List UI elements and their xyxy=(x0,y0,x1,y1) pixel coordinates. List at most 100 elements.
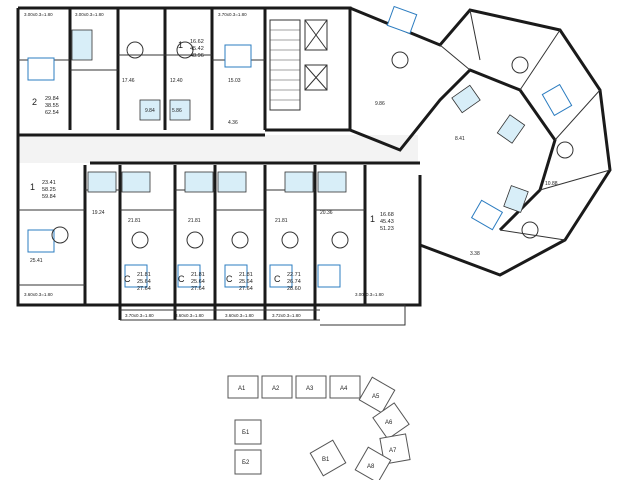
balcony-label: 3.60x0.3=1.80 xyxy=(175,313,204,318)
room-area: 17.46 xyxy=(122,78,135,84)
unit-area: 22.71 xyxy=(287,272,301,278)
unit-area: 21.81 xyxy=(137,272,151,278)
unit-area: 25.64 xyxy=(137,279,151,285)
top-unit-dividers xyxy=(68,8,267,130)
site-block-label: A2 xyxy=(272,386,280,392)
site-block xyxy=(379,433,411,465)
room-area-labels: 21.81 21.81 21.81 19.24 20.36 17.46 12.4… xyxy=(30,78,558,264)
staircase xyxy=(269,19,301,111)
unit-area: 58.25 xyxy=(42,187,56,193)
site-block xyxy=(261,375,293,399)
balcony-label: 3.72x0.3=1.80 xyxy=(272,313,301,318)
bed xyxy=(317,264,341,288)
dining-table xyxy=(556,141,574,159)
bed xyxy=(177,264,201,288)
balcony-label: 3.60x0.3=1.80 xyxy=(225,313,254,318)
room-area: 3.38 xyxy=(470,251,480,257)
unit-area: 23.41 xyxy=(42,180,56,186)
unit-rooms: 1 xyxy=(30,182,35,192)
dining-table xyxy=(281,231,299,249)
bed xyxy=(224,44,252,68)
room-area: 20.36 xyxy=(320,210,333,216)
dining-table xyxy=(521,221,539,239)
dining-table xyxy=(176,41,194,59)
bathroom xyxy=(284,171,314,193)
bathroom xyxy=(71,29,93,61)
balcony-label: 3.00x0.3=1.80 xyxy=(75,12,104,17)
bathroom xyxy=(503,185,529,213)
unit-rooms: 1 xyxy=(178,40,183,50)
site-block-label: A6 xyxy=(385,420,393,426)
balcony-strip xyxy=(120,309,320,321)
elevator-shaft xyxy=(304,64,328,91)
bed xyxy=(470,199,504,231)
dining-table xyxy=(131,231,149,249)
unit-label-group: 2 29.84 38.55 62.54 1 16.62 45.42 48.96 … xyxy=(30,39,394,292)
room-area: 19.24 xyxy=(92,210,105,216)
unit-rooms: 2 xyxy=(32,97,37,107)
unit-area: 38.55 xyxy=(45,103,59,109)
stair-core xyxy=(265,6,352,132)
elevator-cross xyxy=(304,19,328,51)
unit-rooms: C xyxy=(274,274,281,284)
unit-area: 27.64 xyxy=(137,286,151,292)
unit-area: 16.62 xyxy=(190,39,204,45)
unit-area: 25.64 xyxy=(239,279,253,285)
room-area: 4.36 xyxy=(228,120,238,126)
unit-rooms: C xyxy=(124,274,131,284)
unit-area: 21.81 xyxy=(191,272,205,278)
building-left-wing xyxy=(16,6,422,326)
site-block xyxy=(372,402,410,440)
site-block-label: A7 xyxy=(389,448,397,454)
corridor-wall xyxy=(18,133,420,165)
bed xyxy=(124,264,148,288)
site-block-label: В1 xyxy=(322,457,330,463)
bathroom xyxy=(184,171,214,193)
bed xyxy=(541,83,573,117)
bathroom xyxy=(317,171,347,193)
room-area: 10.88 xyxy=(545,181,558,187)
site-block-label: A8 xyxy=(367,464,375,470)
bed xyxy=(386,5,418,35)
site-block xyxy=(227,375,259,399)
bottom-unit-dividers xyxy=(83,165,367,320)
unit-area: 25.64 xyxy=(191,279,205,285)
site-block-label: A3 xyxy=(306,386,314,392)
site-map: A1 A2 A3 A4 A5 A6 A7 A8 Б1 Б2 В1 xyxy=(227,375,411,480)
dining-table xyxy=(511,56,529,74)
site-block xyxy=(309,439,347,477)
dining-table xyxy=(391,51,409,69)
site-block-label: A4 xyxy=(340,386,348,392)
balcony-label: 3.00x0.3=1.80 xyxy=(355,292,384,297)
elevator-shaft xyxy=(304,19,328,51)
room-area: 8.41 xyxy=(455,136,465,142)
site-block xyxy=(295,375,327,399)
room-area: 21.81 xyxy=(275,218,288,224)
unit-area: 26.74 xyxy=(287,279,301,285)
site-block-label: A1 xyxy=(238,386,246,392)
room-area: 9.84 xyxy=(145,108,155,114)
unit-area: 28.60 xyxy=(287,286,301,292)
corridor xyxy=(18,135,418,163)
balcony-label: 3.60x0.3=1.80 xyxy=(24,292,53,297)
site-block xyxy=(329,375,361,399)
balcony-label: 3.00x0.3=1.80 xyxy=(24,12,53,17)
bathroom xyxy=(87,171,117,193)
right-wing-inner xyxy=(349,68,557,232)
room-area: 25.41 xyxy=(30,258,43,264)
bathroom xyxy=(121,171,151,193)
core-wall xyxy=(265,6,352,132)
room-area: 21.81 xyxy=(128,218,141,224)
bathroom xyxy=(451,84,481,114)
right-wing-outer xyxy=(349,6,612,277)
room-area: 15.03 xyxy=(228,78,241,84)
unit-area: 59.84 xyxy=(42,194,56,200)
unit-area: 51.23 xyxy=(380,226,394,232)
unit-area: 27.64 xyxy=(239,286,253,292)
dining-table xyxy=(186,231,204,249)
site-block-label: Б1 xyxy=(242,430,250,436)
building-right-wing xyxy=(349,5,612,277)
balcony-label: 3.70x0.3=1.80 xyxy=(218,12,247,17)
bed xyxy=(269,264,293,288)
